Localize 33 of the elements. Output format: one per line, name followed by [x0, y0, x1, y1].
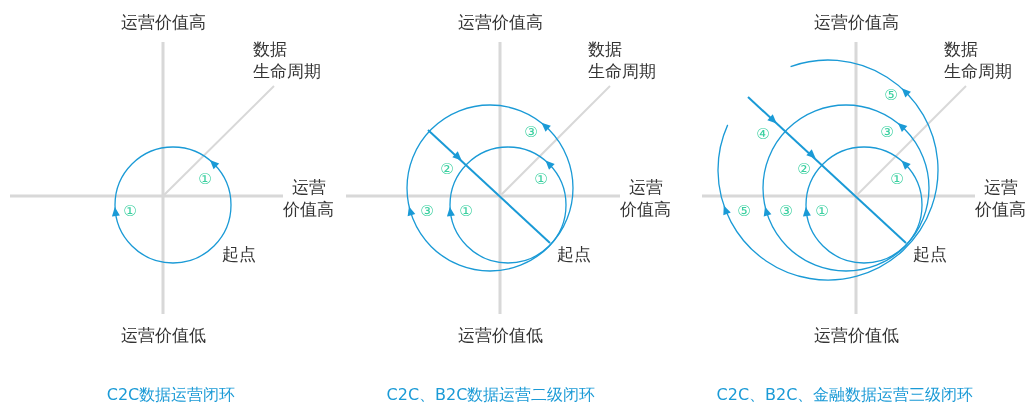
step-number: ③: [779, 201, 793, 222]
axis-label: 数据生命周期: [253, 38, 321, 82]
step-number: ②: [797, 159, 811, 180]
step-number: ③: [880, 122, 894, 143]
axis-label: 运营价值低: [120, 324, 206, 346]
step-number: ①: [534, 169, 548, 190]
step-number: ⑤: [737, 201, 751, 222]
step-number: ①: [890, 169, 904, 190]
axis-label: 运营价值高: [457, 11, 543, 33]
step-number: ③: [524, 122, 538, 143]
step-number: ①: [815, 201, 829, 222]
axis-label: 运营价值高: [120, 11, 206, 33]
axis-label: 数据生命周期: [588, 38, 656, 82]
step-number: ④: [756, 124, 770, 145]
axis-label: 运营价值低: [457, 324, 543, 346]
panel-caption: C2C数据运营闭环: [106, 384, 236, 406]
start-point-label: 起点: [913, 243, 947, 265]
step-number: ①: [123, 201, 137, 222]
axis-label: 运营价值高: [620, 176, 671, 220]
axis-label: 运营价值高: [975, 176, 1026, 220]
start-point-label: 起点: [557, 243, 591, 265]
axis-label: 运营价值高: [283, 176, 334, 220]
axis-label: 运营价值高: [813, 11, 899, 33]
start-point-label: 起点: [222, 243, 256, 265]
step-number: ③: [420, 201, 434, 222]
step-number: ①: [459, 201, 473, 222]
step-number: ①: [198, 169, 212, 190]
panel-caption: C2C、B2C数据运营二级闭环: [386, 384, 596, 406]
step-number: ⑤: [884, 85, 898, 106]
axis-label: 运营价值低: [813, 324, 899, 346]
axis-label: 数据生命周期: [944, 38, 1012, 82]
panel-caption: C2C、B2C、金融数据运营三级闭环: [716, 384, 974, 406]
step-number: ②: [440, 159, 454, 180]
